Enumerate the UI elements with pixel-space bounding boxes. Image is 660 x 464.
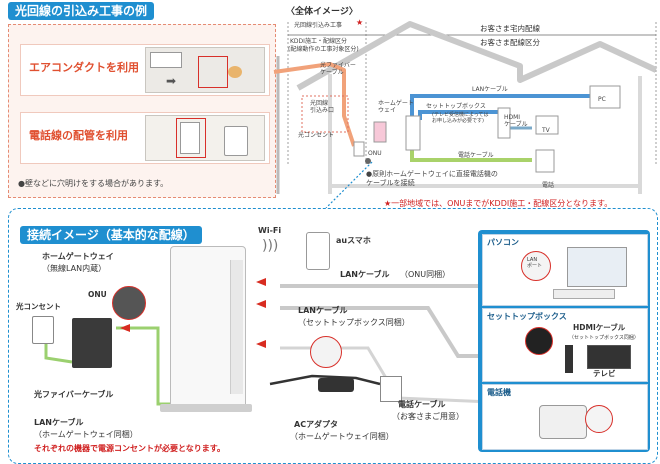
hgw-title: ホームゲートウェイ xyxy=(42,252,114,261)
duct-highlight xyxy=(198,56,228,88)
hdmi-paren: （セットトップボックス同梱） xyxy=(569,335,639,341)
hgw-label: ホームゲート ウェイ xyxy=(378,100,414,114)
install-note: ●壁などに穴明けをする場合があります。 xyxy=(18,179,169,188)
outlet-title: 光コンセント xyxy=(16,302,61,311)
power-note: それぞれの機器で電源コンセントが必要となります。 xyxy=(34,444,225,453)
house-diagram xyxy=(273,21,658,194)
note-area: ★一部地域では、ONUまでがKDDI施工・配線区分となります。 xyxy=(384,199,613,208)
hand-icon xyxy=(228,66,242,78)
method-phone-label: 電話線の配管を利用 xyxy=(29,129,128,142)
lan-label: LANケーブル xyxy=(472,86,508,93)
wall-plate-illustration xyxy=(180,122,200,154)
lan-port-zoom xyxy=(521,251,551,281)
lan-onu-label: LANケーブル xyxy=(340,270,390,279)
stb-note: (テレビ受信機によってはお申し込みが必要です) xyxy=(432,112,489,124)
monitor-icon xyxy=(567,247,627,287)
smartphone-icon xyxy=(306,232,330,270)
lan-port-label: LAN ポート xyxy=(527,257,543,269)
lan-onu-paren: （ONU同梱） xyxy=(400,270,451,279)
tv-label2: テレビ xyxy=(593,369,616,378)
stb-card-title: セットトップボックス xyxy=(487,312,567,321)
pc-card-title: パソコン xyxy=(487,238,519,247)
zone-customer-title: お客さま宅内配線 xyxy=(480,24,540,33)
onu-label: ONU xyxy=(368,150,382,157)
method-aircon-label: エアコンダクトを利用 xyxy=(29,61,139,74)
fiber-cable-label: 光ファイバー ケーブル xyxy=(320,62,356,76)
zone-kddi-sub2: (配線動作の工事対象区分) xyxy=(288,46,359,53)
hdmi-label: HDMI ケーブル xyxy=(504,114,528,128)
tv-label: TV xyxy=(542,127,550,134)
wifi-icon: ))) xyxy=(262,238,279,254)
phone-conduit-photo xyxy=(145,115,265,161)
lan-hgw-label: LANケーブル xyxy=(34,418,84,427)
tv-icon xyxy=(587,345,631,369)
wifi-title: Wi-Fi xyxy=(258,226,282,235)
pc-card: パソコン LAN ポート xyxy=(482,234,648,306)
hgw-stand xyxy=(160,404,252,412)
pc-label: PC xyxy=(598,96,606,103)
method-aircon-row: エアコンダクトを利用 ➡ xyxy=(20,44,270,96)
phone-card: 電話機 xyxy=(482,384,648,450)
zone-kddi-title: 光回線引込み工事 xyxy=(294,22,343,29)
lan-stb-paren: （セットトップボックス同梱） xyxy=(298,318,410,327)
ac-adapter-device xyxy=(318,378,354,392)
lan-stb-label: LANケーブル xyxy=(298,306,348,315)
overview-heading: 〈全体イメージ〉 xyxy=(286,7,358,17)
arrow-icon: ➡ xyxy=(166,74,177,88)
outlet-device xyxy=(32,316,54,344)
method-phone-row: 電話線の配管を利用 xyxy=(20,112,270,164)
install-example-heading: 光回線の引込み工事の例 xyxy=(8,2,155,20)
aircon-duct-photo: ➡ xyxy=(145,47,265,93)
ac-adapter-label: ACアダプタ xyxy=(294,420,339,429)
zone-kddi-sub1: KDDI施工・配線区分 xyxy=(290,38,347,45)
hgw-phone-port-zoom xyxy=(310,336,342,368)
stb-device xyxy=(565,345,573,373)
hgw-port-panel xyxy=(230,260,243,394)
phone-cable-label: 電話ケーブル xyxy=(458,152,494,159)
outlet-label: 光コンセント xyxy=(298,132,335,139)
phone-card-title: 電話機 xyxy=(487,388,511,397)
telephone-device xyxy=(539,405,587,439)
phone-cable-label2: 電話ケーブル xyxy=(398,400,446,409)
aircon-unit-illustration xyxy=(150,52,182,68)
hgw-sub: （無線LAN内蔵） xyxy=(42,264,107,273)
zone-customer-sub: お客さま配線区分 xyxy=(480,38,540,47)
fiber-label: 光ファイバーケーブル xyxy=(34,390,114,399)
phone-port-zoom xyxy=(585,405,613,433)
keyboard-icon xyxy=(553,289,615,299)
connection-heading: 接続イメージ（基本的な配線） xyxy=(20,226,202,244)
hdmi-label2: HDMIケーブル xyxy=(573,323,626,332)
lan-hgw-paren: （ホームゲートウェイ同梱） xyxy=(34,430,138,439)
onu-title: ONU xyxy=(88,290,107,299)
callout-connector xyxy=(325,161,373,209)
conduit-highlight xyxy=(176,118,206,158)
onu-device xyxy=(72,318,112,368)
wall-socket xyxy=(380,376,402,402)
onu-port-zoom xyxy=(112,286,146,320)
stb-label: セットトップボックス xyxy=(426,103,486,110)
ac-adapter-paren: （ホームゲートウェイ同梱） xyxy=(290,432,394,441)
star-icon: ★ xyxy=(356,18,364,27)
au-phone-title: auスマホ xyxy=(336,236,371,245)
entry-label: 光回線 引込み口 xyxy=(310,100,335,114)
phone-label: 電話 xyxy=(542,182,555,189)
stb-port-zoom xyxy=(525,327,553,355)
telephone-icon xyxy=(224,126,248,156)
stb-card: セットトップボックス HDMIケーブル （セットトップボックス同梱） テレビ xyxy=(482,308,648,382)
note-direct: ●原則ホームゲートウェイに直接電話機の ケーブルを接続 xyxy=(366,170,498,187)
phone-cable-paren: （お客さまご用意） xyxy=(392,412,464,421)
